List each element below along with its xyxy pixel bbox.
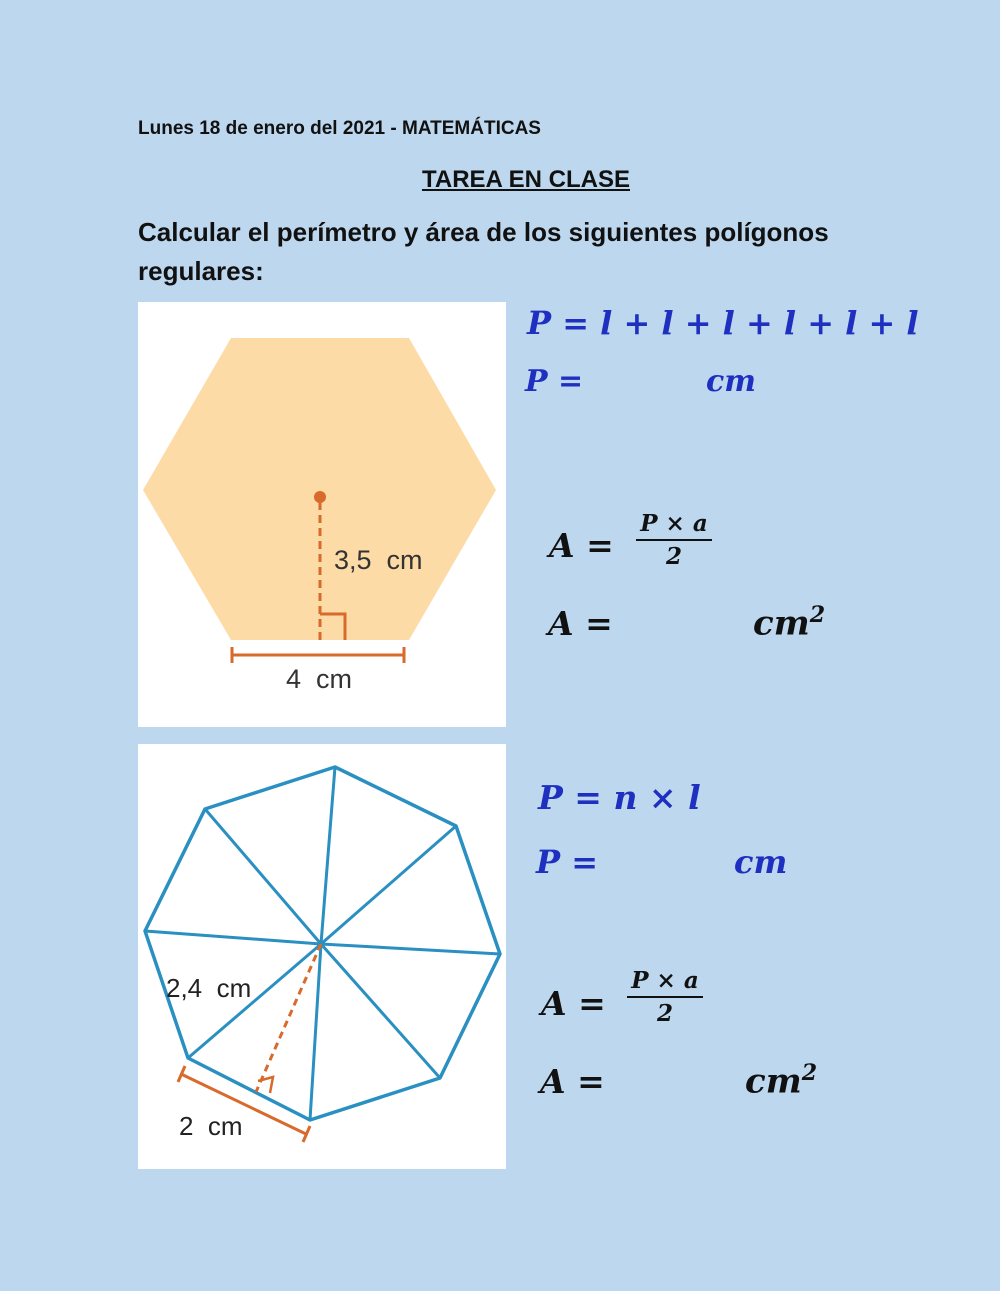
hexagon-right-angle-mark bbox=[320, 612, 347, 640]
octagon-perimeter-unit: cm bbox=[734, 843, 788, 881]
octagon-apothem-line bbox=[254, 943, 323, 1093]
octagon-side-label: 2 cm bbox=[179, 1111, 243, 1141]
octagon-area-denominator: 2 bbox=[656, 1000, 673, 1027]
octagon-area-numerator: P × a bbox=[627, 967, 703, 998]
octagon-area-fraction: P × a 2 bbox=[627, 967, 703, 1027]
hexagon-area-result-prefix: A = bbox=[548, 604, 613, 643]
date-line: Lunes 18 de enero del 2021 - MATEMÁTICAS bbox=[138, 118, 541, 139]
hexagon-shape bbox=[143, 338, 496, 640]
octagon-side-measure-tick-right bbox=[301, 1125, 312, 1143]
octagon-perimeter-answer-input[interactable] bbox=[614, 844, 728, 880]
octagon-perimeter-formula: P = n × l bbox=[538, 778, 701, 817]
octagon-area-unit-exponent: 2 bbox=[801, 1060, 818, 1086]
hexagon-perimeter-result-prefix: P = bbox=[525, 364, 584, 399]
hexagon-perimeter-formula: P = l + l + l + l + l + l bbox=[527, 304, 919, 342]
octagon-right-angle-mark bbox=[257, 1075, 275, 1094]
hexagon-area-prefix: A = bbox=[549, 526, 614, 565]
hexagon-figure-panel: 3,5 cm 4 cm bbox=[138, 302, 506, 727]
instructions: Calcular el perímetro y área de los sigu… bbox=[138, 217, 829, 286]
octagon-apothem-label: 2,4 cm bbox=[166, 973, 251, 1003]
hexagon-center-dot bbox=[314, 491, 326, 503]
octagon-figure: 2,4 cm 2 cm bbox=[143, 765, 502, 1143]
octagon-radii bbox=[144, 766, 501, 1121]
octagon-area-prefix: A = bbox=[541, 984, 606, 1023]
hexagon-figure: 3,5 cm 4 cm bbox=[143, 338, 496, 694]
octagon-side-measure-tick-left bbox=[176, 1065, 187, 1083]
hexagon-apothem-label: 3,5 cm bbox=[334, 545, 423, 575]
hexagon-side-label: 4 cm bbox=[286, 664, 352, 694]
hexagon-perimeter-answer-input[interactable] bbox=[598, 364, 702, 400]
hexagon-area-unit-exponent: 2 bbox=[809, 602, 826, 628]
hexagon-area-fraction: P × a 2 bbox=[636, 510, 712, 570]
hexagon-area-unit: cm2 bbox=[753, 602, 826, 644]
octagon-area-result-prefix: A = bbox=[540, 1062, 605, 1101]
hexagon-area-denominator: 2 bbox=[665, 543, 682, 570]
octagon-perimeter-result-prefix: P = bbox=[536, 843, 599, 881]
octagon-side-measure-line bbox=[180, 1072, 307, 1136]
hexagon-area-answer-input[interactable] bbox=[626, 606, 748, 642]
octagon-figure-panel: 2,4 cm 2 cm bbox=[138, 744, 506, 1169]
hexagon-perimeter-unit: cm bbox=[706, 364, 757, 399]
hexagon-area-numerator: P × a bbox=[636, 510, 712, 541]
octagon-area-unit: cm2 bbox=[745, 1060, 818, 1102]
task-title: TAREA EN CLASE bbox=[421, 166, 630, 193]
octagon-area-answer-input[interactable] bbox=[618, 1064, 740, 1100]
